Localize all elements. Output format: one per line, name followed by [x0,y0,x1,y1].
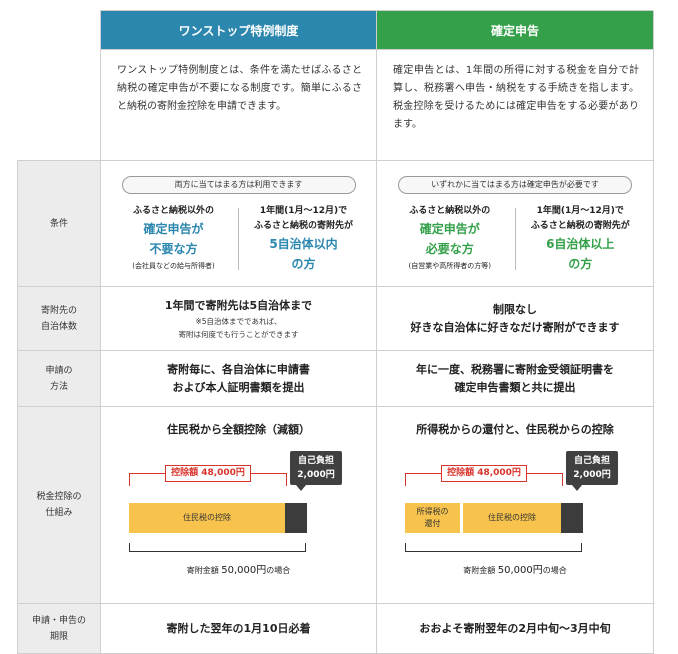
corner-cell [18,11,101,50]
desc-onestop: ワンストップ特例制度とは、条件を満たせばふるさと納税の確定申告が不要になる制度で… [117,65,362,112]
mechanism-kakutei: 所得税からの還付と、住民税からの控除 控除額 48,000円 自己負担 2,00… [376,406,654,604]
method-text: および本人証明書類を提出 [172,380,305,394]
self-burden-segment [285,503,307,533]
mechanism-onestop: 住民税から全額控除（減額） 控除額 48,000円 自己負担 2,000円 住民… [100,406,377,604]
condition-onestop-split: ふるさと納税以外の 確定申告が 不要な方 (会社員などの給与所得者) 1年間(1… [101,200,376,286]
description-row: ワンストップ特例制度とは、条件を満たせばふるさと納税の確定申告が不要になる制度で… [18,49,654,161]
self-burden-text: 自己負担 [573,456,610,466]
condition-highlight: の方 [291,256,316,271]
amount-prefix: 寄附金額 [463,566,498,575]
condition-highlight: 不要な方 [149,241,198,256]
deduction-bar: 住民税の控除 [129,503,307,533]
amount-value: 50,000円 [221,565,267,576]
mechanism-kakutei-diagram: 所得税からの還付と、住民税からの控除 控除額 48,000円 自己負担 2,00… [377,407,653,603]
condition-note: (会社員などの給与所得者) [132,261,215,270]
method-text: 寄附毎に、各自治体に申請書 [167,362,310,376]
condition-kakutei-left: ふるさと納税以外の 確定申告が 必要な方 (自営業や高所得者の方等) [385,204,515,274]
donation-amount: 寄附金額 50,000円の場合 [101,561,376,576]
count-note: 寄附は何度でも行うことができます [178,329,299,339]
condition-onestop-right: 1年間(1月〜12月)で ふるさと納税の寄附先が 5自治体以内 の方 [239,204,368,274]
resident-tax-segment: 住民税の控除 [463,503,561,533]
condition-text: ふるさと納税以外の [132,205,214,216]
income-tax-label: 還付 [424,519,441,528]
condition-highlight: 必要な方 [425,241,474,256]
description-corner [18,50,101,161]
condition-highlight: 確定申告が [143,221,204,236]
self-burden-text: 自己負担 [297,456,334,466]
self-burden-label: 自己負担 2,000円 [566,451,618,491]
comparison-table: ワンストップ特例制度 確定申告 ワンストップ特例制度とは、条件を満たせばふるさと… [17,10,654,654]
self-burden-amount: 2,000円 [573,470,611,480]
condition-highlight: 6自治体以上 [546,236,615,251]
mechanism-onestop-diagram: 住民税から全額控除（減額） 控除額 48,000円 自己負担 2,000円 住民… [101,407,376,603]
method-text: 確定申告書類と共に提出 [454,380,576,394]
total-bracket [129,543,306,552]
condition-kakutei-right: 1年間(1月〜12月)で ふるさと納税の寄附先が 6自治体以上 の方 [516,204,646,274]
row-label-deadline: 申請・申告の 期限 [17,603,101,654]
income-tax-segment: 所得税の 還付 [405,503,461,533]
condition-divider [514,207,516,270]
header-row: ワンストップ特例制度 確定申告 [18,10,654,50]
amount-value: 50,000円 [497,565,543,576]
desc-kakutei-cell: 確定申告とは、1年間の所得に対する税金を自分で計算し、税務署へ申告・納税をする手… [376,49,654,161]
mechanism-title: 所得税からの還付と、住民税からの控除 [416,423,614,436]
count-kakutei: 制限なし 好きな自治体に好きなだけ寄附ができます [376,286,654,351]
mechanism-row: 税金控除の 仕組み 住民税から全額控除（減額） 控除額 48,000円 自己負担… [17,406,654,604]
self-burden-amount: 2,000円 [297,470,335,480]
header-onestop: ワンストップ特例制度 [100,10,377,50]
row-label-count: 寄附先の 自治体数 [17,286,101,351]
mechanism-title: 住民税から全額控除（減額） [167,423,310,436]
condition-kakutei-split: ふるさと納税以外の 確定申告が 必要な方 (自営業や高所得者の方等) 1年間(1… [377,200,653,286]
condition-onestop-left: ふるさと納税以外の 確定申告が 不要な方 (会社員などの給与所得者) [109,204,238,274]
row-label-condition: 条件 [17,160,101,287]
count-main: 好きな自治体に好きなだけ寄附ができます [410,320,620,334]
condition-text: ふるさと納税の寄附先が [253,220,353,231]
count-note: ※5自治体までであれば、 [195,316,282,326]
count-main: 制限なし [493,302,537,316]
condition-text: ふるさと納税の寄附先が [530,220,630,231]
condition-note: (自営業や高所得者の方等) [408,261,491,270]
self-burden-label: 自己負担 2,000円 [290,451,342,491]
amount-suffix: の場合 [266,566,291,575]
condition-kakutei-pill: いずれかに当てはまる方は確定申告が必要です [398,175,632,194]
header-kakutei: 確定申告 [376,10,654,50]
deadline-kakutei: おおよそ寄附翌年の2月中旬〜3月中旬 [376,603,654,654]
deduct-label: 控除額 48,000円 [165,465,251,482]
method-row: 申請の 方法 寄附毎に、各自治体に申請書 および本人証明書類を提出 年に一度、税… [17,350,654,407]
count-onestop: 1年間で寄附先は5自治体まで ※5自治体までであれば、 寄附は何度でも行うことが… [100,286,377,351]
condition-row: 条件 両方に当てはまる方は利用できます ふるさと納税以外の 確定申告が 不要な方… [17,160,654,287]
donation-amount: 寄附金額 50,000円の場合 [377,561,653,576]
condition-divider [238,207,239,270]
condition-kakutei: いずれかに当てはまる方は確定申告が必要です ふるさと納税以外の 確定申告が 必要… [376,160,654,287]
deadline-onestop: 寄附した翌年の1月10日必着 [100,603,377,654]
self-burden-segment [561,503,583,533]
desc-kakutei: 確定申告とは、1年間の所得に対する税金を自分で計算し、税務署へ申告・納税をする手… [393,65,639,130]
amount-suffix: の場合 [542,566,567,575]
count-main: 1年間で寄附先は5自治体まで [164,298,313,312]
condition-onestop-pill: 両方に当てはまる方は利用できます [121,175,356,194]
deadline-row: 申請・申告の 期限 寄附した翌年の1月10日必着 おおよそ寄附翌年の2月中旬〜3… [17,603,654,654]
condition-text: 1年間(1月〜12月)で [536,205,624,216]
condition-highlight: 5自治体以内 [269,236,338,251]
count-row: 寄附先の 自治体数 1年間で寄附先は5自治体まで ※5自治体までであれば、 寄附… [17,286,654,351]
deduction-bar: 所得税の 還付 住民税の控除 [405,503,583,533]
desc-onestop-cell: ワンストップ特例制度とは、条件を満たせばふるさと納税の確定申告が不要になる制度で… [100,49,377,161]
row-label-mechanism: 税金控除の 仕組み [17,406,101,604]
income-tax-label: 所得税の [416,507,449,516]
condition-onestop: 両方に当てはまる方は利用できます ふるさと納税以外の 確定申告が 不要な方 (会… [100,160,377,287]
condition-highlight: 確定申告が [419,221,480,236]
deduct-label: 控除額 48,000円 [441,465,527,482]
method-text: 年に一度、税務署に寄附金受領証明書を [416,362,614,376]
condition-text: ふるさと納税以外の [409,205,491,216]
method-kakutei: 年に一度、税務署に寄附金受領証明書を 確定申告書類と共に提出 [376,350,654,407]
method-onestop: 寄附毎に、各自治体に申請書 および本人証明書類を提出 [100,350,377,407]
row-label-method: 申請の 方法 [17,350,101,407]
total-bracket [405,543,582,552]
amount-prefix: 寄附金額 [186,566,222,575]
condition-text: 1年間(1月〜12月)で [259,205,348,216]
resident-tax-segment: 住民税の控除 [129,503,285,533]
condition-highlight: の方 [568,256,593,271]
